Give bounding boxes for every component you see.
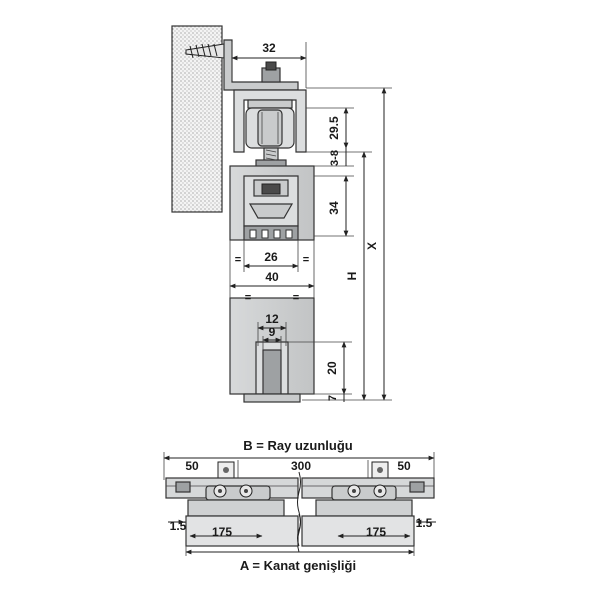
dim-left-50: 50 (185, 459, 199, 473)
dim-left-1-5: 1.5 (170, 519, 187, 533)
equal-mark-3: = (245, 292, 251, 304)
dim-h: H (345, 272, 359, 281)
dim-34: 34 (327, 201, 341, 215)
mount-clip-right (371, 461, 389, 479)
dim-right-175: 175 (366, 525, 386, 539)
carriage-left (205, 484, 271, 501)
carriage-bracket (243, 175, 299, 241)
dim-26: 26 (264, 250, 278, 264)
leaf-width-title: A = Kanat genişliği (240, 558, 356, 573)
carriage-right (331, 484, 397, 501)
mount-clip-left (217, 461, 235, 479)
dim-9: 9 (269, 325, 276, 339)
dim-29-5: 29.5 (327, 116, 341, 140)
break-line-leaf (297, 513, 301, 547)
floor-guide (243, 341, 301, 403)
dim-right-1-5: 1.5 (416, 516, 433, 530)
dim-12: 12 (265, 312, 279, 326)
hanger-plate-right (315, 499, 413, 517)
dim-right-50: 50 (397, 459, 411, 473)
end-stop-right (409, 481, 425, 493)
door-leaf-front-right (301, 515, 415, 547)
dim-40: 40 (265, 270, 279, 284)
door-leaf-front-left (185, 515, 299, 547)
dim-20: 20 (325, 361, 339, 375)
dim-32: 32 (262, 41, 276, 55)
front-view: B = Ray uzunluğu 50 300 50 (163, 438, 436, 573)
dim-3-8: 3-8 (329, 150, 341, 166)
equal-mark-2: = (303, 254, 309, 266)
equal-mark-1: = (235, 254, 241, 266)
hanger-plate-left (187, 499, 285, 517)
equal-mark-4: = (293, 292, 299, 304)
dim-x: X (365, 242, 379, 250)
section-view: 32 X H 29.5 3-8 34 26 = = (171, 25, 392, 403)
wall-bracket (223, 39, 299, 91)
rail-length-title: B = Ray uzunluğu (243, 438, 352, 453)
dim-left-175: 175 (212, 525, 232, 539)
dim-center-300: 300 (291, 459, 311, 473)
dim-7: 7 (327, 395, 339, 401)
roller (245, 107, 295, 149)
end-stop-left (175, 481, 191, 493)
